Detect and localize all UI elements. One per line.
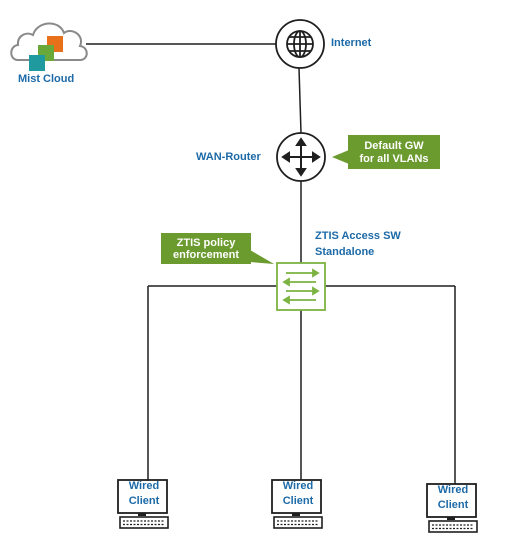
gateway-callout: Default GW for all VLANs	[332, 135, 440, 169]
connection-lines	[86, 43, 456, 485]
policy-callout-line2: enforcement	[173, 249, 239, 261]
gateway-callout-pointer	[332, 150, 349, 164]
client-label-line2: Client	[438, 499, 469, 511]
switch-icon	[276, 262, 326, 311]
computer-icon	[117, 479, 169, 529]
client-label-line2: Client	[283, 495, 314, 507]
internet-router-link	[298, 67, 302, 134]
computer-icon	[426, 483, 478, 533]
mist-logo-icon	[29, 36, 63, 71]
gateway-callout-line2: for all VLANs	[359, 153, 428, 165]
switch-node: ZTIS Access SW Standalone	[276, 230, 401, 311]
router-node: WAN-Router	[196, 132, 326, 182]
client-right: Wired Client	[426, 483, 478, 533]
policy-callout-line1: ZTIS policy	[177, 237, 237, 249]
router-icon	[276, 132, 326, 182]
router-label: WAN-Router	[196, 151, 261, 163]
globe-icon	[275, 19, 325, 69]
policy-callout-pointer	[250, 250, 274, 264]
switch-label-line1: ZTIS Access SW	[315, 230, 401, 242]
cloud-label: Mist Cloud	[18, 73, 74, 85]
computer-icon	[271, 479, 323, 529]
gateway-callout-box	[348, 135, 440, 169]
client-label-line1: Wired	[283, 480, 313, 492]
switch-label-line2: Standalone	[315, 246, 374, 258]
client-label-line2: Client	[129, 495, 160, 507]
client-left: Wired Client	[117, 479, 169, 529]
internet-node: Internet	[275, 19, 372, 69]
client-middle: Wired Client	[271, 479, 323, 529]
gateway-callout-line1: Default GW	[364, 140, 424, 152]
policy-callout-box	[161, 233, 251, 264]
client-label-line1: Wired	[438, 484, 468, 496]
policy-callout: ZTIS policy enforcement	[161, 233, 274, 264]
client-label-line1: Wired	[129, 480, 159, 492]
internet-label: Internet	[331, 37, 372, 49]
cloud-node: Mist Cloud	[10, 22, 88, 85]
